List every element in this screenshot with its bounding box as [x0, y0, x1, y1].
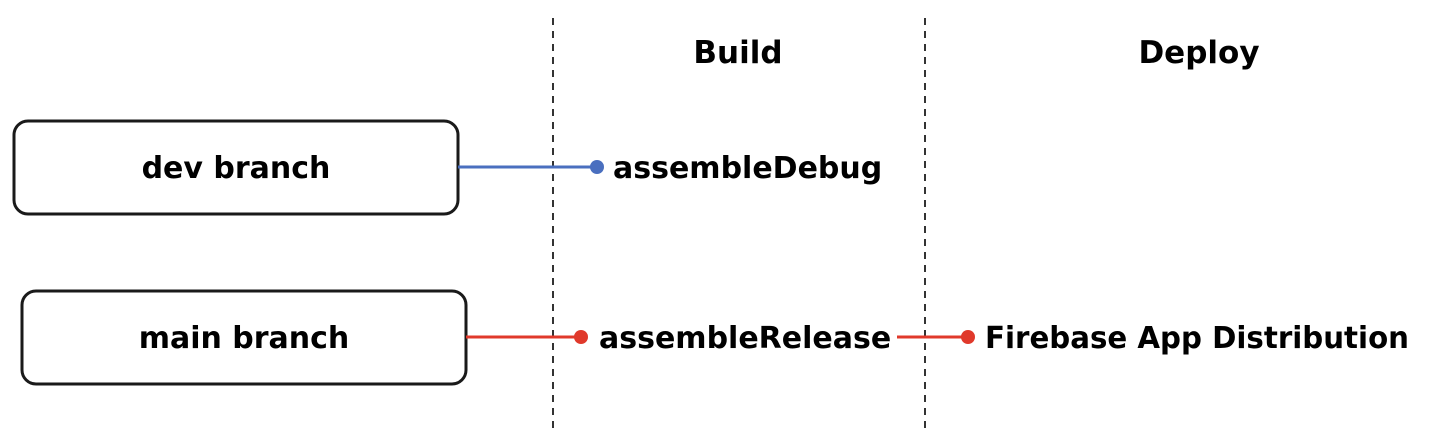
- main-connector-dot: [574, 330, 588, 344]
- header-deploy: Deploy: [1138, 35, 1259, 71]
- deploy-connector-dot: [961, 330, 975, 344]
- main-branch-label: main branch: [139, 321, 350, 356]
- assemble-release-label: assembleRelease: [599, 321, 891, 356]
- dev-branch-label: dev branch: [142, 151, 331, 186]
- firebase-app-distribution-label: Firebase App Distribution: [985, 321, 1409, 356]
- dev-connector-dot: [590, 160, 604, 174]
- assemble-debug-label: assembleDebug: [613, 151, 882, 186]
- header-build: Build: [693, 35, 782, 71]
